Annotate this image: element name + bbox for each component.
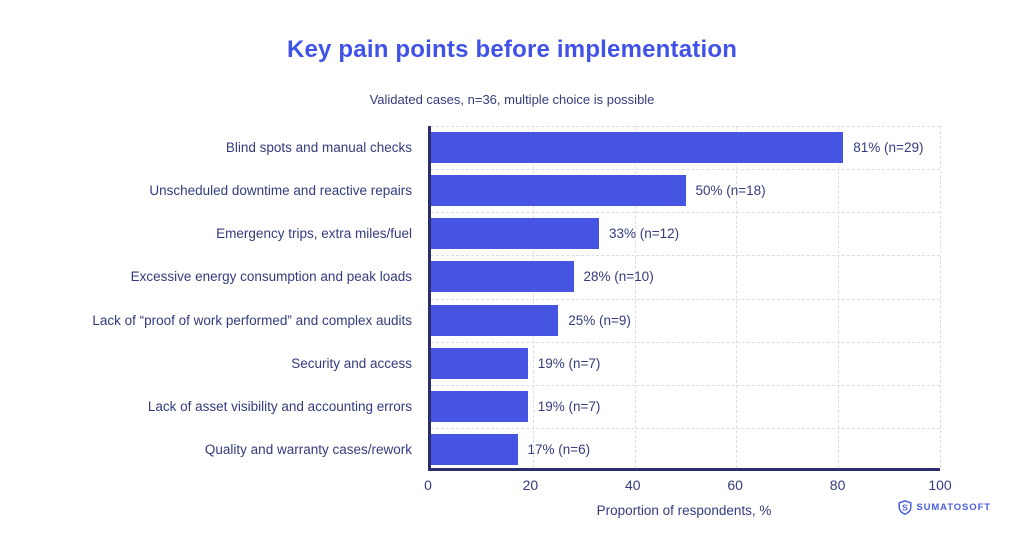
- x-gridline: [532, 126, 534, 468]
- x-axis-title: Proportion of respondents, %: [596, 503, 772, 518]
- row-gridline: [431, 427, 940, 429]
- bar: [431, 218, 599, 250]
- shield-s-icon: S: [898, 500, 912, 515]
- bar-value-label: 25% (n=9): [568, 312, 631, 328]
- x-tick-label: 0: [424, 477, 432, 493]
- bar-value-label: 19% (n=7): [537, 355, 601, 371]
- x-gridline: [838, 126, 840, 468]
- category-label: Lack of asset visibility and accounting …: [147, 398, 412, 414]
- row-gridline: [431, 169, 940, 171]
- plot-area: Blind spots and manual checks 81% (n=29) U…: [92, 126, 941, 471]
- x-tick-label: 100: [928, 477, 952, 493]
- svg-text:S: S: [903, 502, 909, 512]
- bar-value-label: 50% (n=18): [695, 183, 766, 199]
- category-label: Lack of “proof of work performed” and co…: [92, 312, 412, 328]
- x-gridline: [634, 126, 636, 468]
- bar: [431, 390, 528, 422]
- bar-value-label: 33% (n=12): [608, 226, 680, 242]
- category-label: Emergency trips, extra miles/fuel: [216, 226, 412, 242]
- bar: [431, 175, 686, 207]
- bar: [431, 261, 574, 293]
- row-gridline: [431, 255, 940, 257]
- x-tick-label: 40: [625, 477, 641, 493]
- x-gridline: [736, 126, 738, 468]
- bar-value-label: 28% (n=10): [583, 269, 654, 285]
- x-tick-label: 80: [829, 477, 846, 493]
- row-gridline: [431, 126, 940, 127]
- x-tick-label: 60: [727, 477, 743, 493]
- x-tick-label: 20: [522, 477, 539, 493]
- category-label: Unscheduled downtime and reactive repair…: [149, 183, 412, 199]
- bar-value-label: 17% (n=6): [527, 441, 591, 457]
- bar: [431, 132, 844, 164]
- bar: [431, 347, 528, 379]
- row-gridline: [431, 384, 940, 386]
- bar-value-label: 19% (n=7): [537, 398, 601, 414]
- category-label: Excessive energy consumption and peak lo…: [130, 269, 412, 285]
- category-label: Blind spots and manual checks: [225, 140, 412, 155]
- x-gridline: [940, 126, 941, 468]
- sumatosoft-logo: S SUMATOSOFT: [898, 500, 991, 515]
- category-label: Quality and warranty cases/rework: [204, 441, 412, 457]
- row-gridline: [431, 298, 940, 300]
- bar: [431, 304, 559, 336]
- logo-text: SUMATOSOFT: [916, 502, 991, 513]
- row-gridline: [431, 341, 940, 343]
- bar-value-label: 81% (n=29): [853, 140, 924, 156]
- bar: [431, 433, 518, 465]
- chart-subtitle: Validated cases, n=36, multiple choice i…: [369, 92, 655, 107]
- chart-title: Key pain points before implementation: [286, 36, 738, 63]
- category-label: Security and access: [291, 355, 412, 371]
- row-gridline: [431, 212, 940, 214]
